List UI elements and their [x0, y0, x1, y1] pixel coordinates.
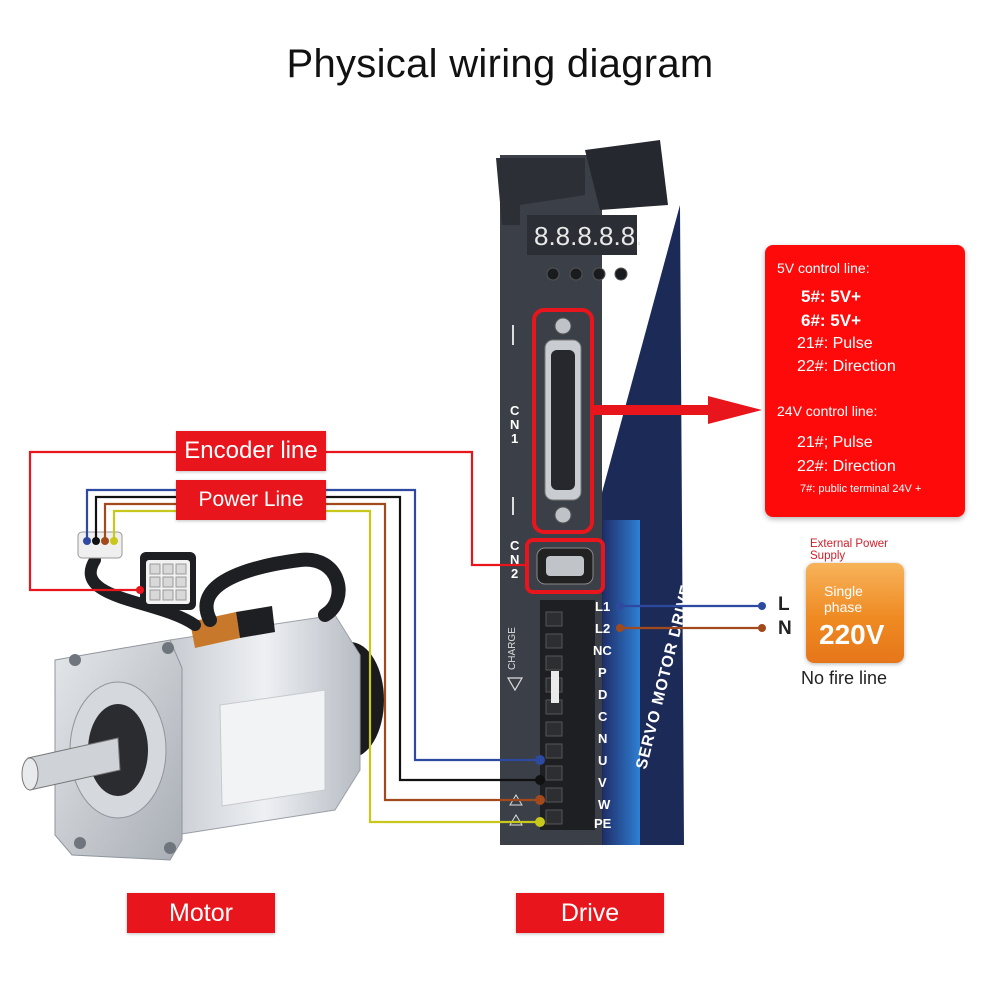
motor-shaft-end	[21, 757, 39, 791]
line-N-label: N	[778, 618, 792, 639]
led-display: 8.8.8.8.8.	[534, 221, 642, 251]
pin-22-24v: 22#: Direction	[797, 458, 896, 475]
arrow-head	[708, 396, 762, 424]
cn1-screw-bottom	[554, 506, 572, 524]
cn1-arrow	[593, 396, 762, 424]
terminal-label: D	[598, 687, 607, 702]
terminal-l1-dot	[616, 602, 624, 610]
cn2-socket	[546, 556, 584, 576]
drive-top-cover-side	[585, 140, 668, 210]
terminal-label: N	[598, 731, 607, 746]
terminal-label: P	[598, 665, 607, 680]
display-panel	[527, 215, 637, 255]
charge-warning-icon	[506, 677, 524, 692]
power-plug	[77, 531, 123, 559]
line-L-label: L	[778, 594, 790, 615]
drive-top-cover	[496, 158, 585, 225]
terminal-screw	[545, 721, 563, 737]
pin-21-5v: 21#: Pulse	[797, 335, 873, 352]
drive-button-4[interactable]	[614, 267, 628, 281]
pin-22-5v: 22#: Direction	[797, 358, 896, 375]
flange-hole	[74, 837, 86, 849]
terminal-label: W	[598, 797, 611, 812]
power-wire-blue	[85, 488, 540, 762]
page-title: Physical wiring diagram	[286, 42, 714, 86]
motor-nameplate	[219, 689, 326, 807]
terminal-screw	[545, 809, 563, 825]
flange-hole	[164, 842, 176, 854]
terminal-v-dot	[535, 775, 545, 785]
jumper-clip	[551, 671, 559, 703]
voltage-label: 220V	[819, 619, 885, 650]
cn1-highlight	[532, 308, 594, 534]
cable-gland	[190, 612, 240, 648]
terminal-label: L1	[595, 599, 610, 614]
pin-21-24v: 21#; Pulse	[797, 434, 873, 451]
charge-label: CHARGE	[507, 627, 518, 670]
external-power-label: External Power Supply	[810, 538, 888, 562]
power-wire-brown	[103, 502, 540, 802]
pin-7-24v: 7#: public terminal 24V +	[800, 483, 922, 495]
terminal-label: C	[598, 709, 608, 724]
power-line-label: Power Line	[176, 480, 326, 520]
drive-blue-stripe	[603, 520, 640, 845]
warning-icon	[509, 814, 523, 826]
terminal-screw	[545, 611, 563, 627]
terminal-label: U	[598, 753, 607, 768]
terminal-screw	[545, 787, 563, 803]
terminal-screw	[545, 743, 563, 759]
terminal-labels: L1 L2 NC P D C N U V W PE	[593, 599, 615, 831]
drive-label: Drive	[516, 893, 664, 933]
terminal-l2-dot	[616, 624, 624, 632]
servo-motor	[21, 531, 384, 861]
pin-6-5v: 6#: 5V+	[801, 311, 862, 330]
encoder-line-label: Encoder line	[176, 431, 326, 471]
cn1-screw-top	[554, 317, 572, 335]
header-5v: 5V control line:	[777, 260, 870, 276]
n-end-dot	[758, 624, 766, 632]
cn1-pins	[551, 350, 575, 490]
cable-gland-nut	[236, 606, 275, 638]
terminal-w-dot	[535, 795, 545, 805]
power-wire-black	[94, 495, 540, 782]
terminal-label: NC	[593, 643, 612, 658]
terminal-u-dot	[535, 755, 545, 765]
no-fire-line-label: No fire line	[801, 668, 888, 688]
power-cable	[84, 554, 201, 631]
power-wire-yellow	[112, 509, 540, 824]
terminal-label: PE	[594, 816, 612, 831]
encoder-wire-end	[136, 586, 144, 594]
terminal-label: L2	[595, 621, 610, 636]
terminal-label: V	[598, 775, 607, 790]
control-line-box: 5V control line: 5#: 5V+ 6#: 5V+ 21#: Pu…	[765, 245, 965, 517]
arrow-shaft	[593, 405, 713, 415]
single-phase-label: Single phase	[824, 583, 863, 615]
l-end-dot	[758, 602, 766, 610]
drive-button-1[interactable]	[546, 267, 560, 281]
terminal-pe-dot	[535, 817, 545, 827]
drive-button-2[interactable]	[569, 267, 583, 281]
encoder-pins	[149, 563, 187, 601]
drive-button-3[interactable]	[592, 267, 606, 281]
terminal-screw	[545, 765, 563, 781]
pin-5-5v: 5#: 5V+	[801, 287, 862, 306]
power-supply-box: Single phase 220V	[806, 563, 904, 663]
terminal-screw	[545, 655, 563, 671]
flange-hole	[162, 642, 174, 654]
header-24v: 24V control line:	[777, 403, 878, 419]
motor-cable	[199, 552, 346, 627]
flange-hole	[69, 654, 81, 666]
terminal-screw	[545, 633, 563, 649]
motor-label: Motor	[127, 893, 275, 933]
